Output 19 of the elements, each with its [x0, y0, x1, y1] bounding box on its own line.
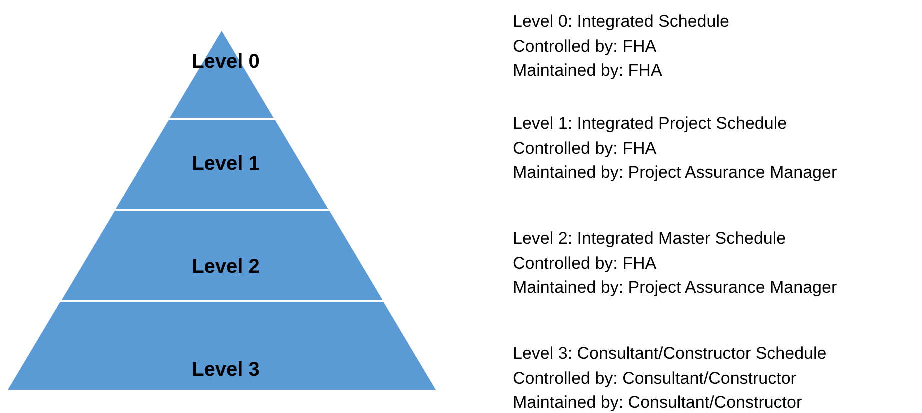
- level-description: Controlled by: FHA: [513, 254, 657, 274]
- pyramid-level: [116, 120, 328, 209]
- level-description: Level 1: Integrated Project Schedule: [513, 114, 788, 134]
- level-description: Maintained by: FHA: [513, 61, 662, 81]
- level-label: Level 2: [192, 257, 260, 277]
- level-description: Controlled by: Consultant/Constructor: [513, 368, 796, 388]
- level-description: Maintained by: Consultant/Constructor: [513, 393, 802, 413]
- level-description: Level 3: Consultant/Constructor Schedule: [513, 344, 827, 364]
- level-description: Controlled by: FHA: [513, 138, 657, 158]
- pyramid-level: [8, 302, 436, 390]
- pyramid-level: [62, 211, 382, 300]
- level-description: Maintained by: Project Assurance Manager: [513, 278, 838, 298]
- level-label: Level 3: [192, 360, 260, 380]
- pyramid-level: [170, 31, 274, 118]
- level-description: Level 0: Integrated Schedule: [513, 12, 730, 32]
- level-label: Level 1: [192, 154, 260, 174]
- level-description: Maintained by: Project Assurance Manager: [513, 163, 838, 183]
- level-description: Level 2: Integrated Master Schedule: [513, 229, 786, 249]
- level-description: Controlled by: FHA: [513, 36, 657, 56]
